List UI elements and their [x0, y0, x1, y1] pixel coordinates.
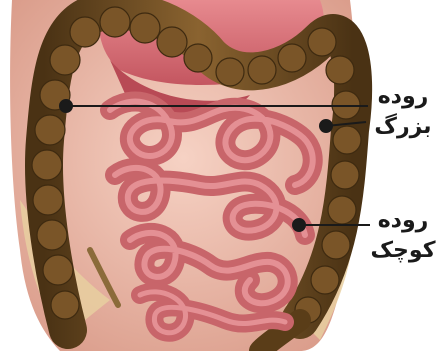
pointer-dot-large-2	[320, 120, 332, 132]
large-intestine-label-line2: بزرگ	[368, 112, 438, 142]
small-intestine-label-line1: روده	[368, 206, 438, 236]
pointer-dot-small	[293, 219, 305, 231]
small-intestine-label: روده کوچک	[368, 206, 438, 266]
pointer-dot-large-1	[60, 100, 72, 112]
large-intestine-label-line1: روده	[368, 82, 438, 112]
large-intestine-label: روده بزرگ	[368, 82, 438, 142]
small-intestine-label-line2: کوچک	[368, 236, 438, 266]
